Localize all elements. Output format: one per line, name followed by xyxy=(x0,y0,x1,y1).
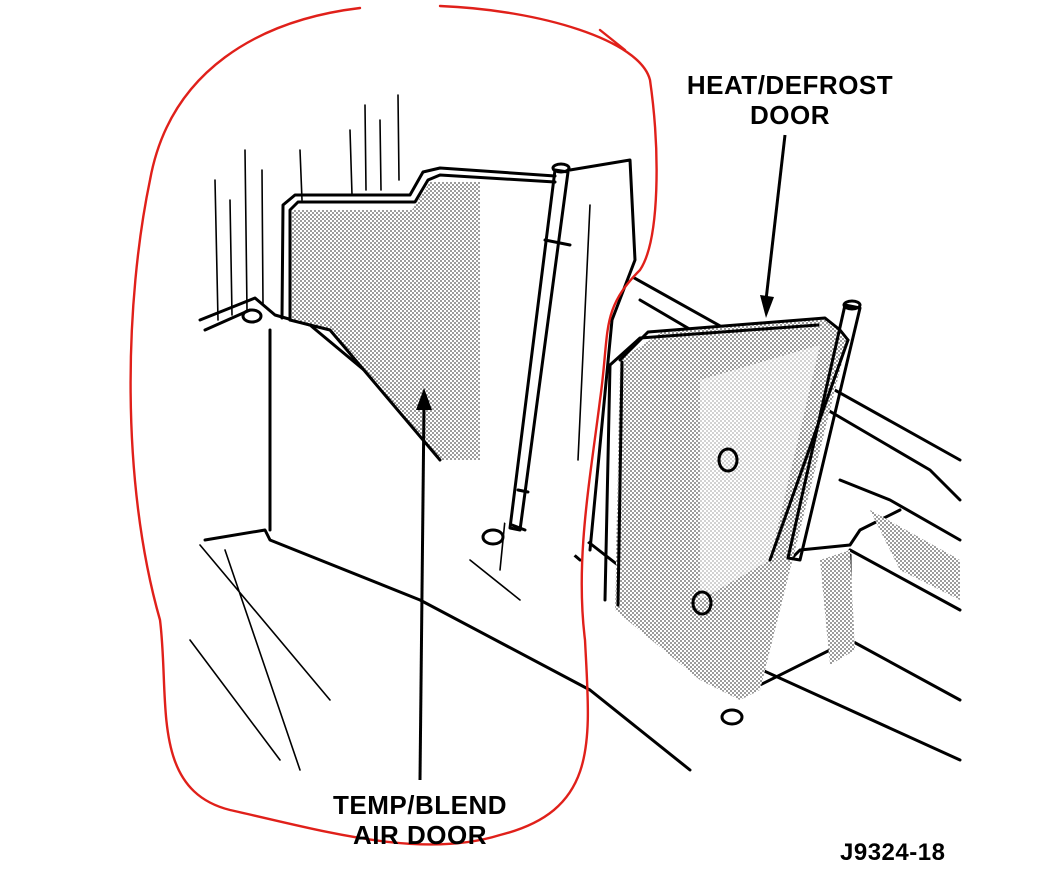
heat-defrost-arrow xyxy=(760,134,787,318)
heat-defrost-door-label: HEAT/DEFROST DOOR xyxy=(660,70,920,130)
heat-defrost-door xyxy=(603,299,862,700)
temp-blend-door-label: TEMP/BLEND AIR DOOR xyxy=(300,790,540,850)
background-hatching xyxy=(214,94,400,321)
red-highlight-loop xyxy=(129,4,658,846)
mounting-tabs xyxy=(241,308,744,726)
temp-blend-label-line2: AIR DOOR xyxy=(353,820,487,850)
heat-defrost-label-line1: HEAT/DEFROST xyxy=(686,70,894,100)
temp-blend-label-line1: TEMP/BLEND xyxy=(333,790,507,820)
temp-blend-door xyxy=(280,158,640,560)
temp-blend-arrow xyxy=(416,388,432,781)
heat-defrost-label-line2: DOOR xyxy=(750,100,830,130)
figure-id: J9324-18 xyxy=(840,839,946,866)
